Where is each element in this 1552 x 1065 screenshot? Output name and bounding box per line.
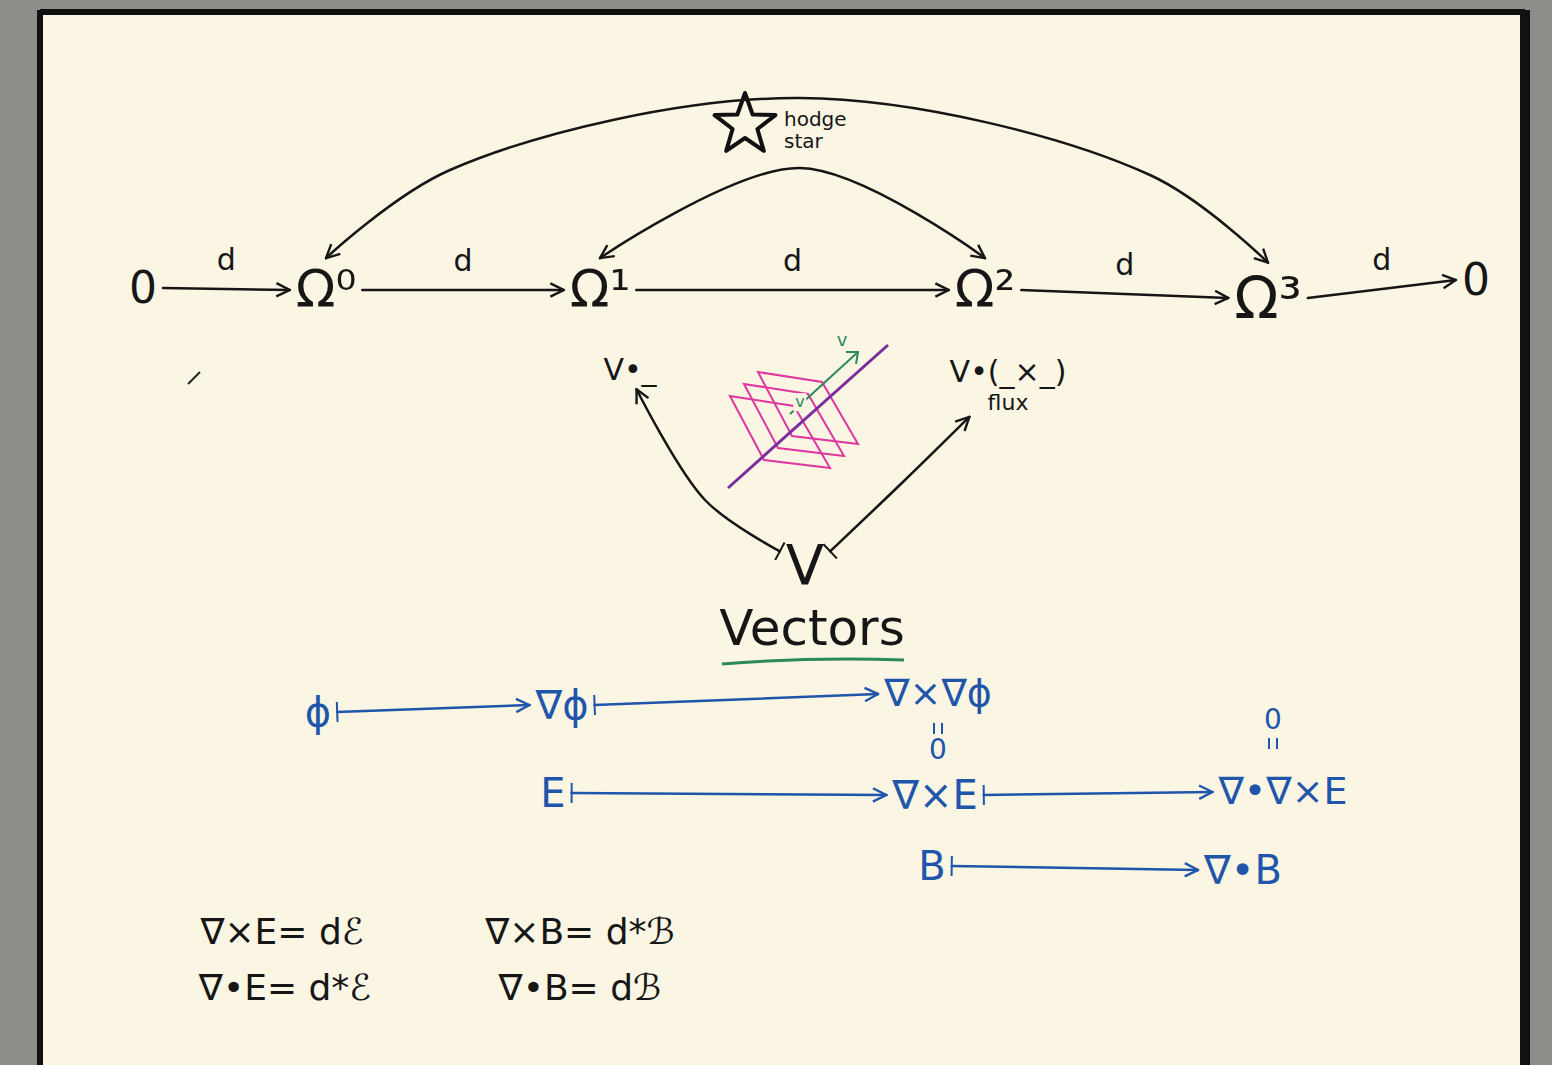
vector-term: ∇•∇×E xyxy=(1212,768,1353,816)
stray-mark xyxy=(188,372,200,384)
node-text: Ω¹ xyxy=(570,260,631,320)
map-arrow xyxy=(636,289,948,292)
heading-underline xyxy=(722,659,904,664)
symbol-name: hodge star xyxy=(782,108,858,152)
map-arrow xyxy=(362,289,563,292)
vector-name: v xyxy=(835,330,850,350)
vector-term: ∇×∇ϕ xyxy=(878,670,998,718)
node-text: ∇ϕ xyxy=(535,682,588,728)
node-text: 0 xyxy=(1462,255,1490,306)
node-text: V xyxy=(786,533,824,597)
operator-label: d xyxy=(781,243,804,276)
equation: ∇×E= dℰ xyxy=(198,912,365,952)
node-text: ϕ xyxy=(305,689,331,735)
form-space: Ω⁰ xyxy=(290,258,363,322)
map-arrow xyxy=(337,705,529,712)
vector-term: ∇×E xyxy=(886,770,984,820)
map-arrow xyxy=(984,792,1213,795)
zero-space: 0 xyxy=(123,261,163,316)
node-text: ∇•B xyxy=(1204,847,1282,893)
equation: ∇•E= d*ℰ xyxy=(197,968,373,1008)
vector-term: B xyxy=(912,841,951,891)
vector-term: E xyxy=(534,768,571,818)
equals-sign xyxy=(941,723,943,734)
vector-name: v xyxy=(793,393,806,411)
vector-term: ϕ xyxy=(299,687,337,737)
equation: ∇•B= dℬ xyxy=(497,968,664,1008)
form-space: Ω² xyxy=(949,258,1022,322)
paper-edge xyxy=(37,10,43,1065)
vector-arrowhead xyxy=(846,352,858,364)
zero-space: 0 xyxy=(1456,253,1496,308)
map-arrow xyxy=(637,389,780,551)
node-text: B xyxy=(918,843,945,889)
node-text: ∇•∇×E xyxy=(1218,770,1347,814)
paper xyxy=(40,12,1525,1065)
node-text: Ω⁰ xyxy=(296,260,357,320)
node-text: Ω² xyxy=(955,260,1016,320)
vector-arrow xyxy=(790,352,858,414)
map-arrow xyxy=(830,417,969,551)
map-arrow xyxy=(952,866,1198,870)
node-text: 0 xyxy=(129,263,157,314)
form-space: Ω¹ xyxy=(564,258,637,322)
curve-line xyxy=(728,345,888,488)
map-arrow xyxy=(1021,290,1228,298)
node-text: V•_ xyxy=(603,353,656,388)
operator-label: d xyxy=(1370,243,1393,276)
plane-sheet xyxy=(758,372,858,444)
equals-sign xyxy=(933,723,935,734)
vector-term: ∇ϕ xyxy=(529,680,594,730)
equals-sign xyxy=(1268,738,1270,749)
vector-term: ∇•B xyxy=(1198,845,1288,895)
node-text: V•(_×_) xyxy=(950,355,1067,390)
form-space: Ω³ xyxy=(1228,263,1308,334)
operator-label: d xyxy=(215,242,238,275)
paper-edge xyxy=(40,9,1525,15)
zero-value: 0 xyxy=(1262,705,1284,736)
map-arrow xyxy=(1308,280,1456,298)
paper-edge xyxy=(1520,10,1530,1065)
node-text: Ω³ xyxy=(1234,265,1302,332)
operator-label: d xyxy=(451,243,474,276)
operator-label: d xyxy=(1113,247,1136,280)
node-text: ∇×∇ϕ xyxy=(884,672,992,716)
vector-space: V xyxy=(780,531,830,599)
flux-form: V•(_×_)flux xyxy=(944,353,1073,417)
map-arrow xyxy=(163,288,290,290)
node-text: E xyxy=(540,770,565,816)
equation: ∇×B= d*ℬ xyxy=(483,912,677,952)
map-arrow xyxy=(572,793,887,795)
dot-product-form: V•_ xyxy=(597,351,662,390)
node-note: flux xyxy=(950,390,1067,415)
zero-value: 0 xyxy=(927,735,949,766)
map-arrow xyxy=(326,98,1268,263)
map-arrow xyxy=(595,694,879,705)
section-heading: Vectors xyxy=(717,601,906,656)
equals-sign xyxy=(1276,738,1278,749)
node-text: ∇×E xyxy=(892,772,978,818)
